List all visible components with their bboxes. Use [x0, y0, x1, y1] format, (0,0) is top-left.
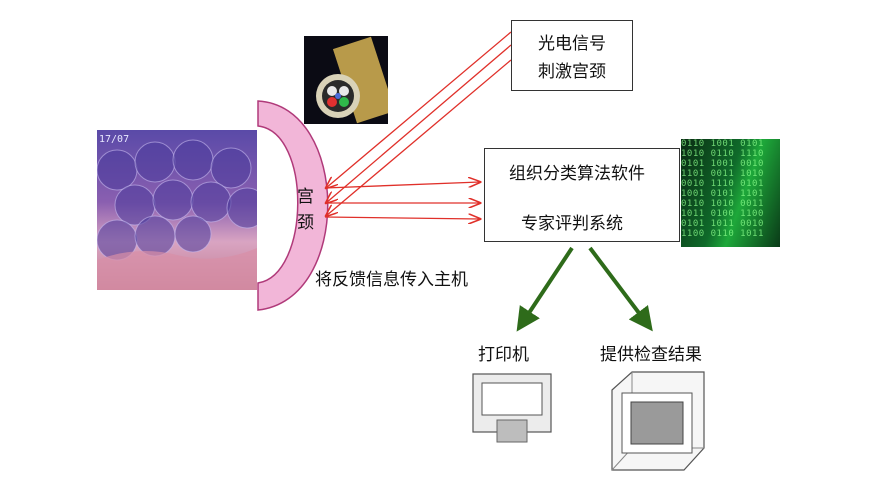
probe-photo — [304, 36, 388, 124]
printer-icon — [472, 373, 552, 443]
cervix-shape — [257, 100, 329, 311]
signal-arrow-1 — [326, 31, 512, 188]
cervix-label-char-2: 颈 — [297, 213, 314, 233]
probe-graphic — [316, 36, 388, 124]
cervix-label-char-1: 宫 — [297, 187, 314, 207]
monitor-label: 提供检查结果 — [600, 345, 702, 365]
cervix-photo: 17/07 — [97, 130, 257, 290]
monitor-icon — [611, 371, 705, 471]
photo-timestamp: 17/07 — [99, 134, 130, 145]
printer-arrow — [516, 246, 574, 332]
monitor-arrow — [588, 246, 653, 332]
cervix-photo-graphic — [97, 130, 257, 290]
software-box-line-2: 专家评判系统 — [521, 214, 623, 234]
signal-box: 光电信号 刺激宫颈 — [511, 20, 633, 91]
binary-digits: 0110 1001 0101 1010 0110 1110 0101 1001 … — [681, 139, 764, 239]
signal-box-line-2: 刺激宫颈 — [538, 62, 606, 82]
feedback-arrow-1 — [324, 182, 480, 189]
feedback-label: 将反馈信息传入主机 — [315, 270, 468, 290]
printer-label: 打印机 — [478, 345, 529, 365]
binary-data-photo: 0110 1001 0101 1010 0110 1110 0101 1001 … — [681, 139, 780, 247]
software-box: 组织分类算法软件 专家评判系统 — [484, 148, 680, 242]
signal-arrow-3 — [326, 59, 512, 216]
feedback-arrow-3 — [324, 217, 480, 219]
signal-arrow-2 — [326, 44, 512, 203]
software-box-line-1: 组织分类算法软件 — [509, 164, 645, 184]
signal-box-line-1: 光电信号 — [538, 34, 606, 54]
